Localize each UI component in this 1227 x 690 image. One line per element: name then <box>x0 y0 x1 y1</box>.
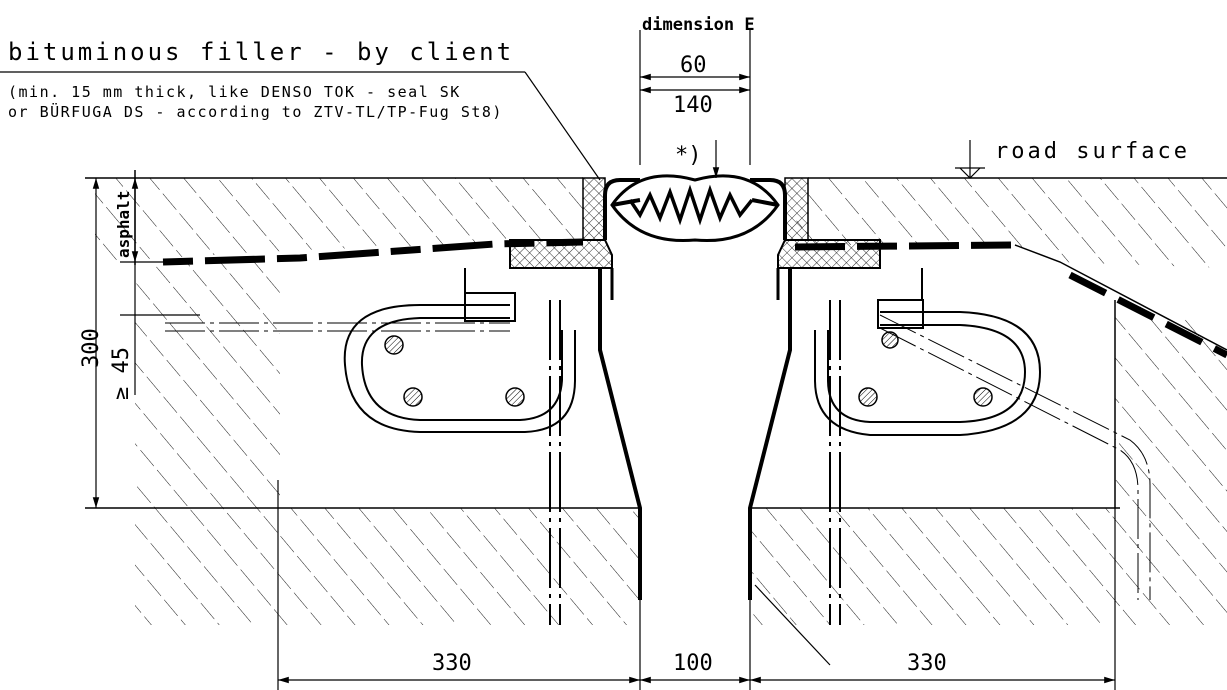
rebar-loops <box>165 300 1151 625</box>
concrete-left-lower <box>135 508 640 625</box>
rebar-sections <box>384 331 993 407</box>
dimension-e-label: dimension E <box>642 15 755 35</box>
dim-300: 300 <box>79 328 104 368</box>
asphalt-right <box>790 178 1227 268</box>
rebar-section <box>384 335 404 355</box>
asphalt-left <box>95 178 583 262</box>
rebar-section <box>403 387 423 407</box>
dim-140: 140 <box>673 93 713 118</box>
filler-title: bituminous filler - by client <box>8 38 514 66</box>
dim-100: 100 <box>673 651 713 676</box>
dim-60: 60 <box>680 53 707 78</box>
rebar-section <box>858 387 878 407</box>
hatch-regions <box>95 177 1227 625</box>
dim-45: ≥ 45 <box>109 347 134 400</box>
filler-left <box>582 177 606 241</box>
joint-seal <box>464 174 924 600</box>
asphalt-label: asphalt <box>114 191 133 258</box>
dim-330-right: 330 <box>907 651 947 676</box>
rebar-section <box>973 387 993 407</box>
labels: bituminous filler - by client (min. 15 m… <box>8 15 1190 676</box>
concrete-right-side <box>1115 300 1227 508</box>
concrete-left-upper <box>135 262 280 508</box>
dim-330-left: 330 <box>432 651 472 676</box>
filler-right <box>784 177 809 241</box>
concrete-right-lower <box>750 508 1227 625</box>
filler-note-line2: or BÜRFUGA DS - according to ZTV-TL/TP-F… <box>8 102 503 121</box>
rebar-section <box>881 331 899 349</box>
rebar-section <box>505 387 525 407</box>
filler-note-line1: (min. 15 mm thick, like DENSO TOK - seal… <box>8 83 461 101</box>
asterisk-label: *) <box>675 143 702 168</box>
outline-lines <box>85 170 1227 509</box>
dimension-lines <box>0 30 1116 690</box>
road-surface-label: road surface <box>995 139 1190 164</box>
